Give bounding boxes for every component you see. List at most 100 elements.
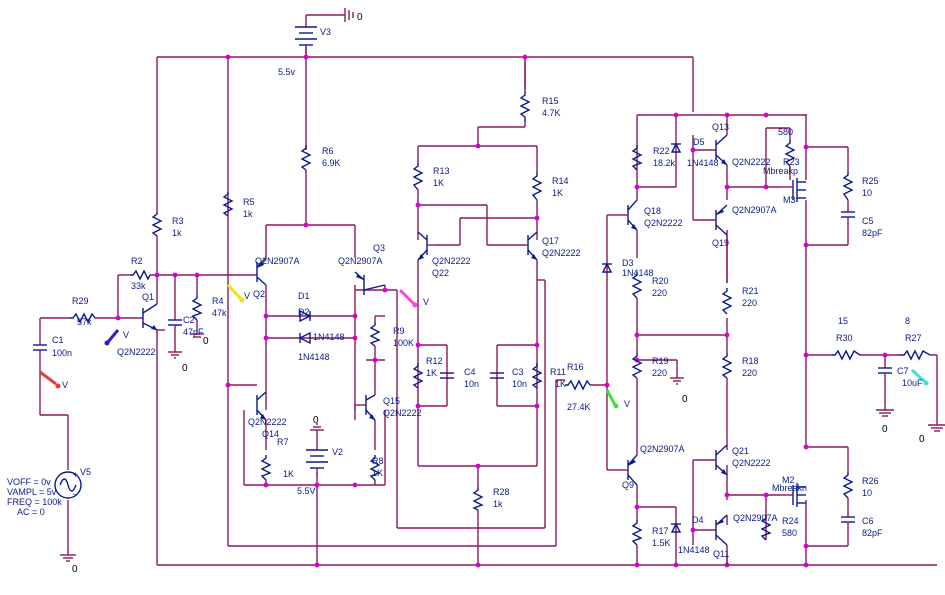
diodes xyxy=(298,142,682,533)
capacitor-c3 xyxy=(490,372,504,379)
label-d-value-1: 1N4148 xyxy=(313,332,345,342)
label-r9: R9 xyxy=(393,326,405,336)
capacitor-c4 xyxy=(440,372,454,379)
capacitor-c5 xyxy=(841,211,855,228)
transistor-q11 xyxy=(715,514,728,565)
transistor-q21 xyxy=(692,444,728,495)
label-r26-value: 10 xyxy=(862,488,872,498)
label-q1-value: Q2N2222 xyxy=(117,347,156,357)
resistor-r29 xyxy=(70,312,96,324)
diode-d4 xyxy=(670,522,682,533)
label-q14: Q14 xyxy=(262,429,279,439)
label-r21: R21 xyxy=(742,286,759,296)
label-c3-value: 10n xyxy=(512,379,527,389)
component-labels: V3 5.5v 0 R15 4.7K R6 6.9K R3 1k R5 1k R… xyxy=(7,12,925,575)
label-q21-value: Q2N2222 xyxy=(732,458,771,468)
ground-v2 xyxy=(310,423,324,440)
diode-d1 xyxy=(298,331,311,345)
label-r4: R4 xyxy=(212,296,224,306)
label-r21-value: 220 xyxy=(742,298,757,308)
label-q9: Q9 xyxy=(622,480,634,490)
label-r19-value: 220 xyxy=(652,368,667,378)
probe-magenta-icon xyxy=(398,288,418,308)
resistor-r17 xyxy=(631,520,643,546)
probe-label-yellow: V xyxy=(244,291,250,301)
probe-label-red: V xyxy=(62,380,68,390)
label-v5: V5 xyxy=(80,467,91,477)
label-c4: C4 xyxy=(464,367,476,377)
transistors xyxy=(142,134,806,565)
resistor-r21 xyxy=(721,288,733,315)
label-v3: V3 xyxy=(320,27,331,37)
label-r30-n: 15 xyxy=(838,316,848,326)
label-r16: R16 xyxy=(567,362,584,372)
capacitor-c6 xyxy=(841,516,855,530)
label-r30: R30 xyxy=(836,333,853,343)
resistor-r11 xyxy=(531,363,543,389)
label-r17-value: 1.5K xyxy=(652,538,671,548)
resistor-r19 xyxy=(631,353,643,379)
label-r23: R23 xyxy=(783,157,800,167)
label-v5-freq: FREQ = 100k xyxy=(7,497,62,507)
grounds xyxy=(60,330,945,562)
label-q14-value: Q2N2222 xyxy=(248,417,287,427)
label-q2: Q2 xyxy=(253,289,265,299)
label-r8: R8 xyxy=(372,456,384,466)
label-r2-value: 33k xyxy=(131,281,146,291)
diode-d2 xyxy=(299,309,312,323)
svg-text:-: - xyxy=(73,489,76,499)
label-r25-value: 10 xyxy=(862,188,872,198)
label-r11: R11 xyxy=(550,367,566,377)
label-r12: R12 xyxy=(426,356,443,366)
label-d5-value: 1N4148 xyxy=(687,158,719,168)
resistor-r28 xyxy=(472,487,484,511)
resistor-r7 xyxy=(260,455,272,481)
label-c4-value: 10n xyxy=(464,379,479,389)
label-d3: D3 xyxy=(622,258,634,268)
label-r15-value: 4.7K xyxy=(542,108,561,118)
label-q18-value: Q2N2222 xyxy=(644,218,683,228)
label-d5: D5 xyxy=(693,137,705,147)
label-gnd-r19: 0 xyxy=(682,394,688,405)
label-v2: V2 xyxy=(332,447,343,457)
capacitor-c7 xyxy=(878,367,892,380)
label-gnd-top: 0 xyxy=(357,12,363,23)
resistor-r16 xyxy=(565,379,591,391)
resistor-r12 xyxy=(412,363,424,389)
probe-green-icon xyxy=(605,389,619,409)
label-r18-value: 220 xyxy=(742,368,757,378)
diode-d5 xyxy=(670,142,682,153)
label-c7: C7 xyxy=(897,366,909,376)
label-q15-value: Q2N2222 xyxy=(383,408,422,418)
label-gnd-c2: 0 xyxy=(182,363,188,374)
ground-r4 xyxy=(190,330,204,338)
transistor-q3 xyxy=(354,271,386,295)
voltage-probes xyxy=(39,283,929,409)
label-r7-value: 1K xyxy=(283,469,294,479)
probe-yellow-icon xyxy=(226,283,245,303)
label-v3-value: 5.5v xyxy=(278,67,296,77)
resistor-r22 xyxy=(631,145,643,171)
resistor-r2 xyxy=(130,269,151,281)
probe-label-blue: V xyxy=(123,330,129,340)
label-d2: D2 xyxy=(298,307,310,317)
label-r28-value: 1k xyxy=(493,499,503,509)
transistor-q22 xyxy=(417,231,435,261)
label-c2-value: 47pF xyxy=(183,327,204,337)
label-gnd-r4: 0 xyxy=(203,336,209,347)
label-q19-value: Q2N2907A xyxy=(732,205,777,215)
svg-text:+: + xyxy=(73,470,78,480)
label-r6: R6 xyxy=(322,146,334,156)
transistor-q19 xyxy=(692,187,728,283)
label-r5-value: 1k xyxy=(243,209,253,219)
label-m3-value: Mbreakp xyxy=(763,166,798,176)
label-q15: Q15 xyxy=(383,396,400,406)
ground-top-v3 xyxy=(344,8,354,22)
label-c5: C5 xyxy=(862,216,874,226)
label-r8-value: 1K xyxy=(372,468,383,478)
label-m2-value: Mbreakn xyxy=(772,483,807,493)
resistor-r24 xyxy=(760,515,772,541)
label-r17: R17 xyxy=(652,526,669,536)
label-r13: R13 xyxy=(433,166,450,176)
mosfet-m3 xyxy=(780,166,806,202)
